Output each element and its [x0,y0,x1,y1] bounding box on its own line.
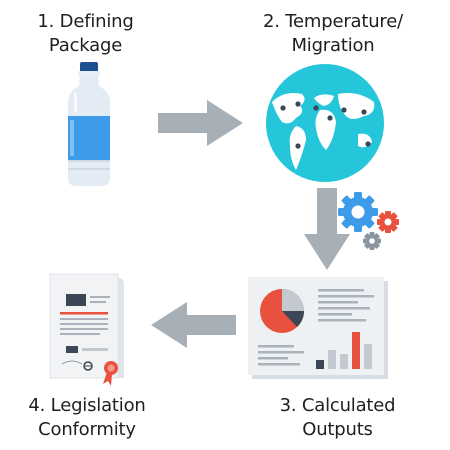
step-1-label: 1. Defining Package [18,10,153,58]
arrow-right-1-to-2 [158,100,243,146]
globe-icon [266,64,384,182]
pie-chart-icon [260,289,304,333]
arrow-left-3-to-4 [151,302,236,348]
arrow-down-2-to-3 [304,188,350,270]
gears-icon [338,192,399,250]
step-4-label-line-2: Conformity [38,419,136,440]
step-1-label-line-2: Package [48,35,123,56]
step-3-label-line-2: Outputs [302,419,373,440]
step-2-label-line-1: 2. Temperature/ [263,11,403,32]
step-4-label-line-1: 4. Legislation [28,395,146,416]
step-2-label: 2. Temperature/ Migration [248,10,418,58]
step-2-label-line-2: Migration [291,35,375,56]
step-3-label-line-1: 3. Calculated [279,395,396,416]
step-1-label-line-1: 1. Defining [37,11,134,32]
step-3-label: 3. Calculated Outputs [255,394,420,442]
certificate-document-icon [49,273,124,386]
step-4-label: 4. Legislation Conformity [18,394,156,442]
seal-badge-icon [103,361,118,386]
water-bottle-icon [68,62,110,186]
bar-chart-icon [316,332,372,369]
report-chart-icon [248,277,388,379]
